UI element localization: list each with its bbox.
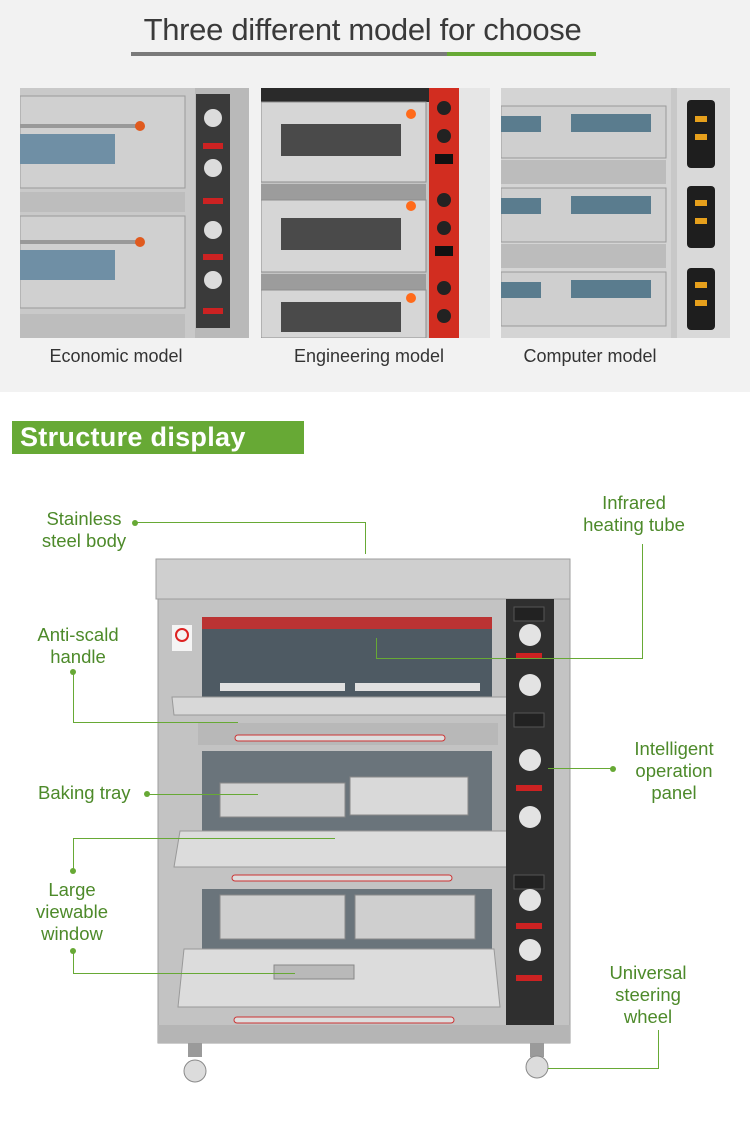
- callout-intelligent-operation-panel: Intelligent operation panel: [634, 738, 714, 803]
- leader-line-wheel: [548, 1068, 659, 1069]
- callout-universal-steering-wheel: Universal steering wheel: [609, 962, 687, 1027]
- economic-model-caption: Economic model: [49, 346, 183, 366]
- computer-model-caption: Computer model: [523, 346, 657, 366]
- callout-baking-tray: Baking tray: [38, 782, 131, 803]
- leader-line-window-top: [73, 838, 335, 839]
- engineering-model-caption: Engineering model: [293, 346, 445, 366]
- title-underline-gray: [131, 52, 447, 56]
- computer-model-photo: [501, 88, 730, 338]
- leader-line-tube: [376, 658, 643, 659]
- leader-line-handle: [73, 722, 238, 723]
- leader-line-window-bottom: [73, 973, 295, 974]
- title-underline-green: [447, 52, 596, 56]
- leader-dot-body: [132, 520, 138, 526]
- leader-line-window-bottom-drop: [73, 951, 74, 974]
- structure-display-banner: Structure display: [12, 421, 304, 454]
- economic-model-photo: [20, 88, 249, 338]
- leader-line-wheel-drop: [658, 1030, 659, 1068]
- leader-line-handle-drop: [73, 672, 74, 723]
- banner-underline: [12, 453, 302, 454]
- callout-infrared-heating-tube: Infrared heating tube: [583, 492, 685, 535]
- page-title: Three different model for choose: [143, 12, 582, 47]
- leader-line-window-top-rise: [73, 838, 74, 870]
- leader-line-body: [135, 522, 365, 523]
- callout-stainless-steel-body: Stainless steel body: [41, 508, 127, 551]
- leader-line-tube-rise: [376, 638, 377, 659]
- leader-line-body-drop: [365, 522, 366, 554]
- callout-anti-scald-handle: Anti-scald handle: [37, 624, 119, 667]
- structure-display-title: Structure display: [20, 422, 246, 452]
- leader-dot-window-top: [70, 868, 76, 874]
- oven-illustration: [150, 555, 575, 1090]
- leader-dot-panel: [610, 766, 616, 772]
- engineering-model-photo: [261, 88, 490, 338]
- leader-line-tray: [148, 794, 258, 795]
- leader-line-tube-drop: [642, 544, 643, 658]
- leader-dot-tray: [144, 791, 150, 797]
- callout-large-viewable-window: Large viewable window: [36, 879, 108, 944]
- leader-line-panel: [548, 768, 612, 769]
